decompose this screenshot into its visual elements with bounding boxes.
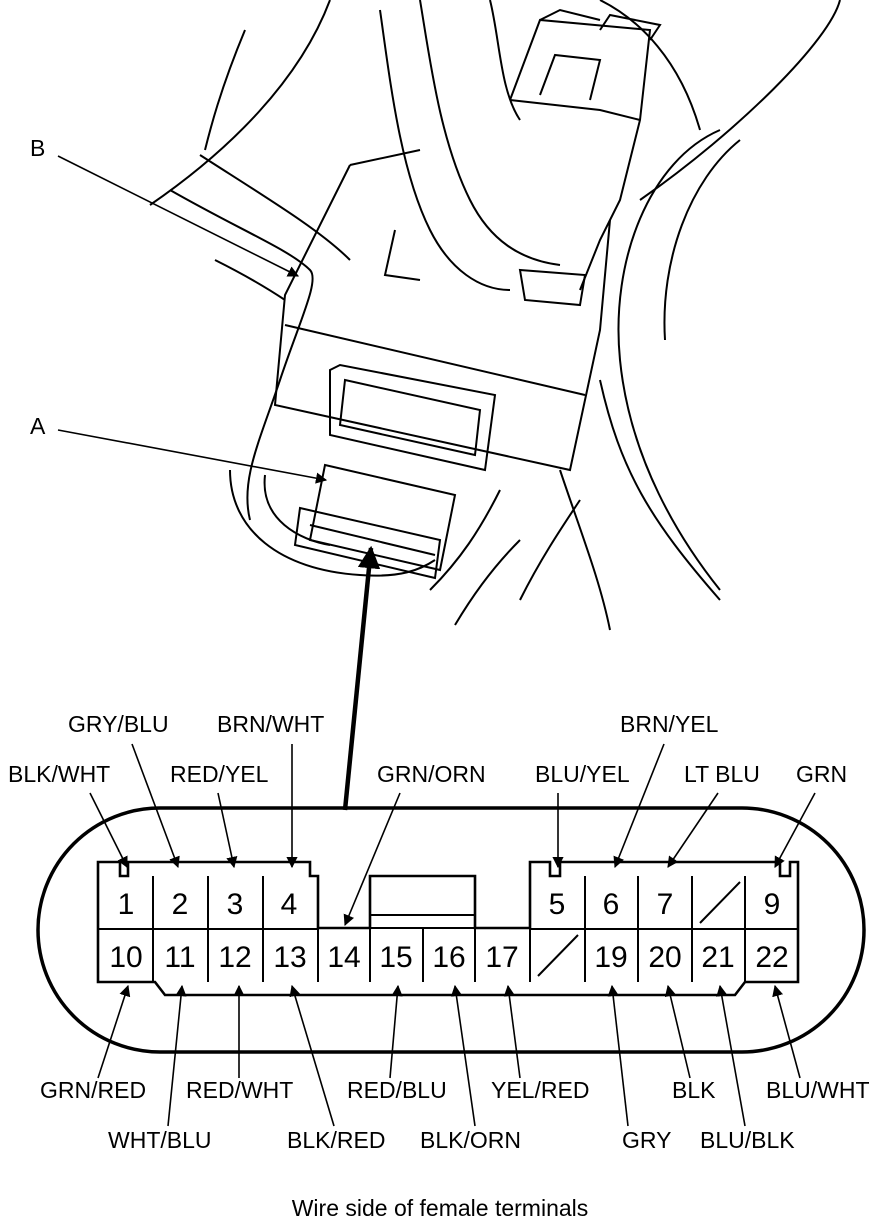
pin-3: 3 <box>227 888 244 921</box>
wire-label-20: BLK <box>672 1077 716 1103</box>
pin-9: 9 <box>764 888 781 921</box>
pin-6: 6 <box>603 888 620 921</box>
wire-leader-16 <box>450 984 476 1127</box>
pin-22: 22 <box>755 941 788 974</box>
wire-label-13: BLK/RED <box>287 1127 385 1153</box>
pin-17: 17 <box>485 941 518 974</box>
wire-label-10: GRN/RED <box>40 1077 146 1103</box>
wire-leader-11 <box>167 984 187 1127</box>
pin-21: 21 <box>701 941 734 974</box>
callout-a: A <box>30 413 46 439</box>
wire-leader-2 <box>131 743 180 869</box>
wire-label-15: RED/BLU <box>347 1077 447 1103</box>
callout-a-leader <box>57 429 328 484</box>
wire-leader-19 <box>607 984 629 1127</box>
wire-label-7: LT BLU <box>684 761 760 787</box>
empty-cavity-8-slash <box>699 881 741 924</box>
wire-leader-22 <box>772 984 801 1079</box>
wire-leader-3 <box>217 792 238 869</box>
connector-housing <box>36 806 866 1054</box>
wire-label-1: BLK/WHT <box>8 761 110 787</box>
callout-b: B <box>30 135 45 161</box>
wire-leader-1 <box>89 792 128 869</box>
wire-label-22: BLU/WHT <box>766 1077 870 1103</box>
connector-reference-arrow <box>342 545 381 811</box>
empty-cavity-18-slash <box>537 934 579 977</box>
pin-20: 20 <box>648 941 681 974</box>
pin-2: 2 <box>172 888 189 921</box>
wire-label-3: RED/YEL <box>170 761 269 787</box>
wire-label-5: BLU/YEL <box>535 761 630 787</box>
harness-illustration <box>149 0 841 631</box>
connector-face: 1 2 3 4 5 6 7 9 10 11 12 13 14 15 16 17 … <box>36 806 866 1054</box>
pin-5: 5 <box>549 888 566 921</box>
wire-label-19: GRY <box>622 1127 671 1153</box>
wire-leader-10 <box>97 984 131 1079</box>
callout-b-leader <box>57 155 300 277</box>
wire-leader-15 <box>389 984 403 1079</box>
pin-4: 4 <box>281 888 298 921</box>
top-wire-labels: BLK/WHT GRY/BLU RED/YEL BRN/WHT GRN/ORN … <box>8 711 847 927</box>
pin-1: 1 <box>118 888 135 921</box>
wire-label-17: YEL/RED <box>491 1077 589 1103</box>
pin-11: 11 <box>164 941 195 974</box>
wire-leader-13 <box>289 984 335 1127</box>
wire-label-21: BLU/BLK <box>700 1127 795 1153</box>
wire-leader-21 <box>716 984 746 1127</box>
pin-10: 10 <box>109 941 142 974</box>
pin-15: 15 <box>379 941 412 974</box>
pin-12: 12 <box>218 941 251 974</box>
wire-leader-17 <box>503 984 521 1079</box>
pin-13: 13 <box>273 941 306 974</box>
wire-leader-20 <box>664 984 691 1079</box>
wire-label-12: RED/WHT <box>186 1077 293 1103</box>
wire-label-11: WHT/BLU <box>108 1127 212 1153</box>
wire-leader-7 <box>667 792 719 868</box>
wire-leader-6 <box>613 743 665 869</box>
pin-7: 7 <box>657 888 674 921</box>
pin-14: 14 <box>327 941 360 974</box>
wire-label-16: BLK/ORN <box>420 1127 521 1153</box>
diagram-caption: Wire side of female terminals <box>292 1195 589 1221</box>
wire-leader-9 <box>774 792 816 868</box>
pin-16: 16 <box>432 941 465 974</box>
wire-label-6: BRN/YEL <box>620 711 719 737</box>
pin-19: 19 <box>594 941 627 974</box>
wire-leader-14 <box>343 792 401 927</box>
wire-label-14: GRN/ORN <box>377 761 486 787</box>
bottom-wire-labels: GRN/RED WHT/BLU RED/WHT BLK/RED RED/BLU … <box>40 984 870 1153</box>
wire-label-2: GRY/BLU <box>68 711 169 737</box>
wire-label-4: BRN/WHT <box>217 711 324 737</box>
wire-label-9: GRN <box>796 761 847 787</box>
